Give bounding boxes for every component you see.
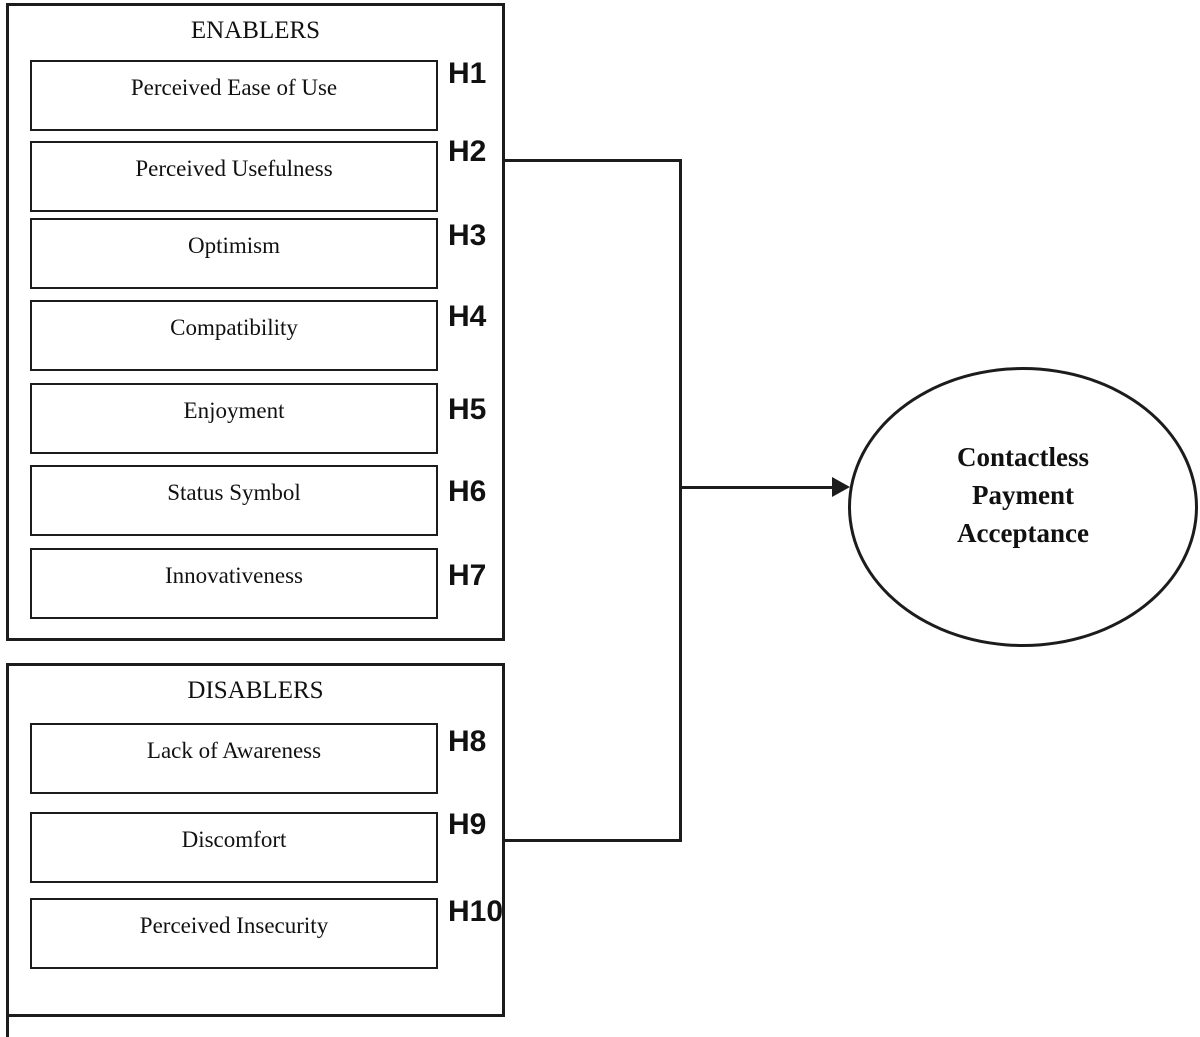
disablers-group-title: DISABLERS <box>187 677 324 704</box>
construct-box-compatibility: Compatibility <box>30 300 438 371</box>
construct-label: Perceived Usefulness <box>135 156 333 181</box>
construct-box-innovativeness: Innovativeness <box>30 548 438 619</box>
enablers-group-box: ENABLERS <box>6 3 505 641</box>
construct-label: Compatibility <box>170 315 298 340</box>
construct-label: Optimism <box>187 233 280 258</box>
hypothesis-label-h5: H5 <box>448 393 487 426</box>
construct-box-status-symbol: Status Symbol <box>30 465 438 536</box>
construct-label: Lack of Awareness <box>146 738 322 763</box>
hypothesis-label-h1: H1 <box>448 57 487 90</box>
hypothesis-label-h10: H10 <box>448 895 504 928</box>
outcome-label: Contactless Payment Acceptance <box>957 438 1089 552</box>
construct-box-perceived-insecurity: Perceived Insecurity <box>30 898 438 969</box>
hypothesis-label-h6: H6 <box>448 475 487 508</box>
outcome-ellipse: Contactless Payment Acceptance <box>848 367 1198 647</box>
disablers-group-box: DISABLERS <box>6 663 505 1017</box>
construct-box-perceived-usefulness: Perceived Usefulness <box>30 141 438 212</box>
construct-box-discomfort: Discomfort <box>30 812 438 883</box>
outcome-label-line-1: Contactless <box>957 442 1089 472</box>
hypothesis-label-h3: H3 <box>448 219 487 252</box>
construct-label: Enjoyment <box>183 398 285 423</box>
construct-box-enjoyment: Enjoyment <box>30 383 438 454</box>
construct-label: Perceived Insecurity <box>139 913 329 938</box>
hypothesis-label-h2: H2 <box>448 135 487 168</box>
construct-label: Innovativeness <box>165 563 303 588</box>
connector-line-vertical <box>679 159 682 842</box>
hypothesis-label-h9: H9 <box>448 808 487 841</box>
outcome-label-line-3: Acceptance <box>957 518 1089 548</box>
construct-box-perceived-ease-of-use: Perceived Ease of Use <box>30 60 438 131</box>
connector-line-enablers <box>505 159 681 162</box>
connector-line-disablers <box>505 839 681 842</box>
construct-label: Status Symbol <box>167 480 301 505</box>
construct-box-lack-of-awareness: Lack of Awareness <box>30 723 438 794</box>
construct-label: Discomfort <box>181 827 287 852</box>
construct-box-optimism: Optimism <box>30 218 438 289</box>
construct-label: Perceived Ease of Use <box>130 75 338 100</box>
enablers-group-title: ENABLERS <box>190 17 321 44</box>
outcome-label-line-2: Payment <box>972 480 1074 510</box>
hypothesis-label-h4: H4 <box>448 300 487 333</box>
hypothesis-label-h7: H7 <box>448 559 487 592</box>
hypothesis-label-h8: H8 <box>448 725 487 758</box>
arrow-head-icon <box>832 477 850 497</box>
cropped-edge-stub <box>6 1017 9 1037</box>
arrow-shaft <box>681 486 833 489</box>
